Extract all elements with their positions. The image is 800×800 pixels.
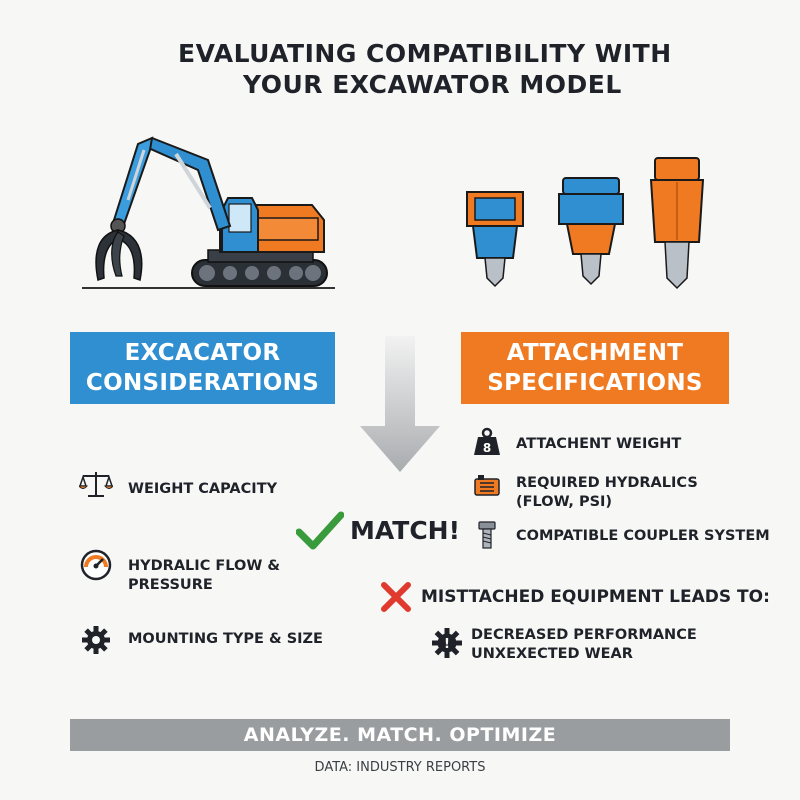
hydraulic-pressure-label: PRESSURE: [128, 577, 213, 593]
list-item: MOUNTING TYPE & SIZE: [78, 622, 323, 658]
gear-icon: [78, 622, 114, 658]
mounting-type-label: MOUNTING TYPE & SIZE: [128, 631, 323, 647]
gear-warning-icon: !: [429, 625, 465, 661]
match-label: MATCH!: [350, 515, 461, 545]
weight-capacity-label: WEIGHT CAPACITY: [128, 481, 278, 497]
hydraulic-pump-icon: [469, 468, 505, 504]
down-arrow-icon: [360, 336, 440, 472]
heading-line-2: CONSIDERATIONS: [85, 370, 320, 396]
excavator-illustration: [82, 136, 335, 289]
match-indicator: MATCH!: [296, 510, 460, 550]
flow-psi-label: (FLOW, PSI): [516, 494, 613, 510]
excavator-considerations-heading: EXCACATOR CONSIDERATIONS: [70, 332, 335, 404]
title-line-1: EVALUATING COMPATIBILITY WITH: [178, 39, 672, 68]
bolt-icon: [469, 517, 505, 553]
mismatch-warning: MISTTACHED EQUIPMENT LEADS TO:: [379, 580, 770, 614]
heading-line-1: EXCACATOR: [124, 340, 281, 366]
weight-icon: 8: [469, 424, 505, 460]
unexpected-wear-label: UNXEXECTED WEAR: [471, 646, 633, 662]
tagline-banner: ANALYZE. MATCH. OPTIMIZE: [70, 719, 730, 751]
title-line-2: YOUR EXCAWATOR MODEL: [243, 70, 622, 99]
decreased-performance-label: DECREASED PERFORMANCE: [471, 627, 697, 643]
pressure-gauge-icon: [78, 547, 114, 583]
source-note: DATA: INDUSTRY REPORTS: [314, 760, 486, 775]
tagline: ANALYZE. MATCH. OPTIMIZE: [243, 724, 557, 746]
svg-text:8: 8: [483, 441, 491, 455]
heading-line-1: ATTACHMENT: [506, 340, 684, 366]
list-item: REQUIRED HYDRALICS (FLOW, PSI): [469, 468, 698, 512]
list-item: HYDRALIC FLOW & PRESSURE: [78, 547, 280, 595]
heading-line-2: SPECIFICATIONS: [487, 370, 703, 396]
checkmark-icon: [296, 511, 344, 550]
coupler-system-label: COMPATIBLE COUPLER SYSTEM: [516, 528, 770, 544]
balance-scale-icon: [78, 466, 114, 502]
page-title: EVALUATING COMPATIBILITY WITH YOUR EXCAW…: [0, 38, 800, 100]
hydraulic-breaker-illustrations: [466, 157, 705, 290]
mismatch-heading: MISTTACHED EQUIPMENT LEADS TO:: [421, 587, 770, 607]
hydraulic-flow-label: HYDRALIC FLOW &: [128, 558, 281, 574]
required-hydraulics-label: REQUIRED HYDRALICS: [516, 475, 698, 491]
list-item: 8 ATTACHENT WEIGHT: [469, 424, 681, 460]
svg-text:!: !: [444, 637, 450, 652]
list-item: COMPATIBLE COUPLER SYSTEM: [469, 517, 770, 553]
x-mark-icon: [381, 582, 411, 612]
list-item: WEIGHT CAPACITY: [78, 466, 277, 502]
list-item: ! DECREASED PERFORMANCE UNXEXECTED WEAR: [429, 625, 697, 664]
attachment-specifications-heading: ATTACHMENT SPECIFICATIONS: [461, 332, 729, 404]
attachment-weight-label: ATTACHENT WEIGHT: [516, 436, 682, 452]
